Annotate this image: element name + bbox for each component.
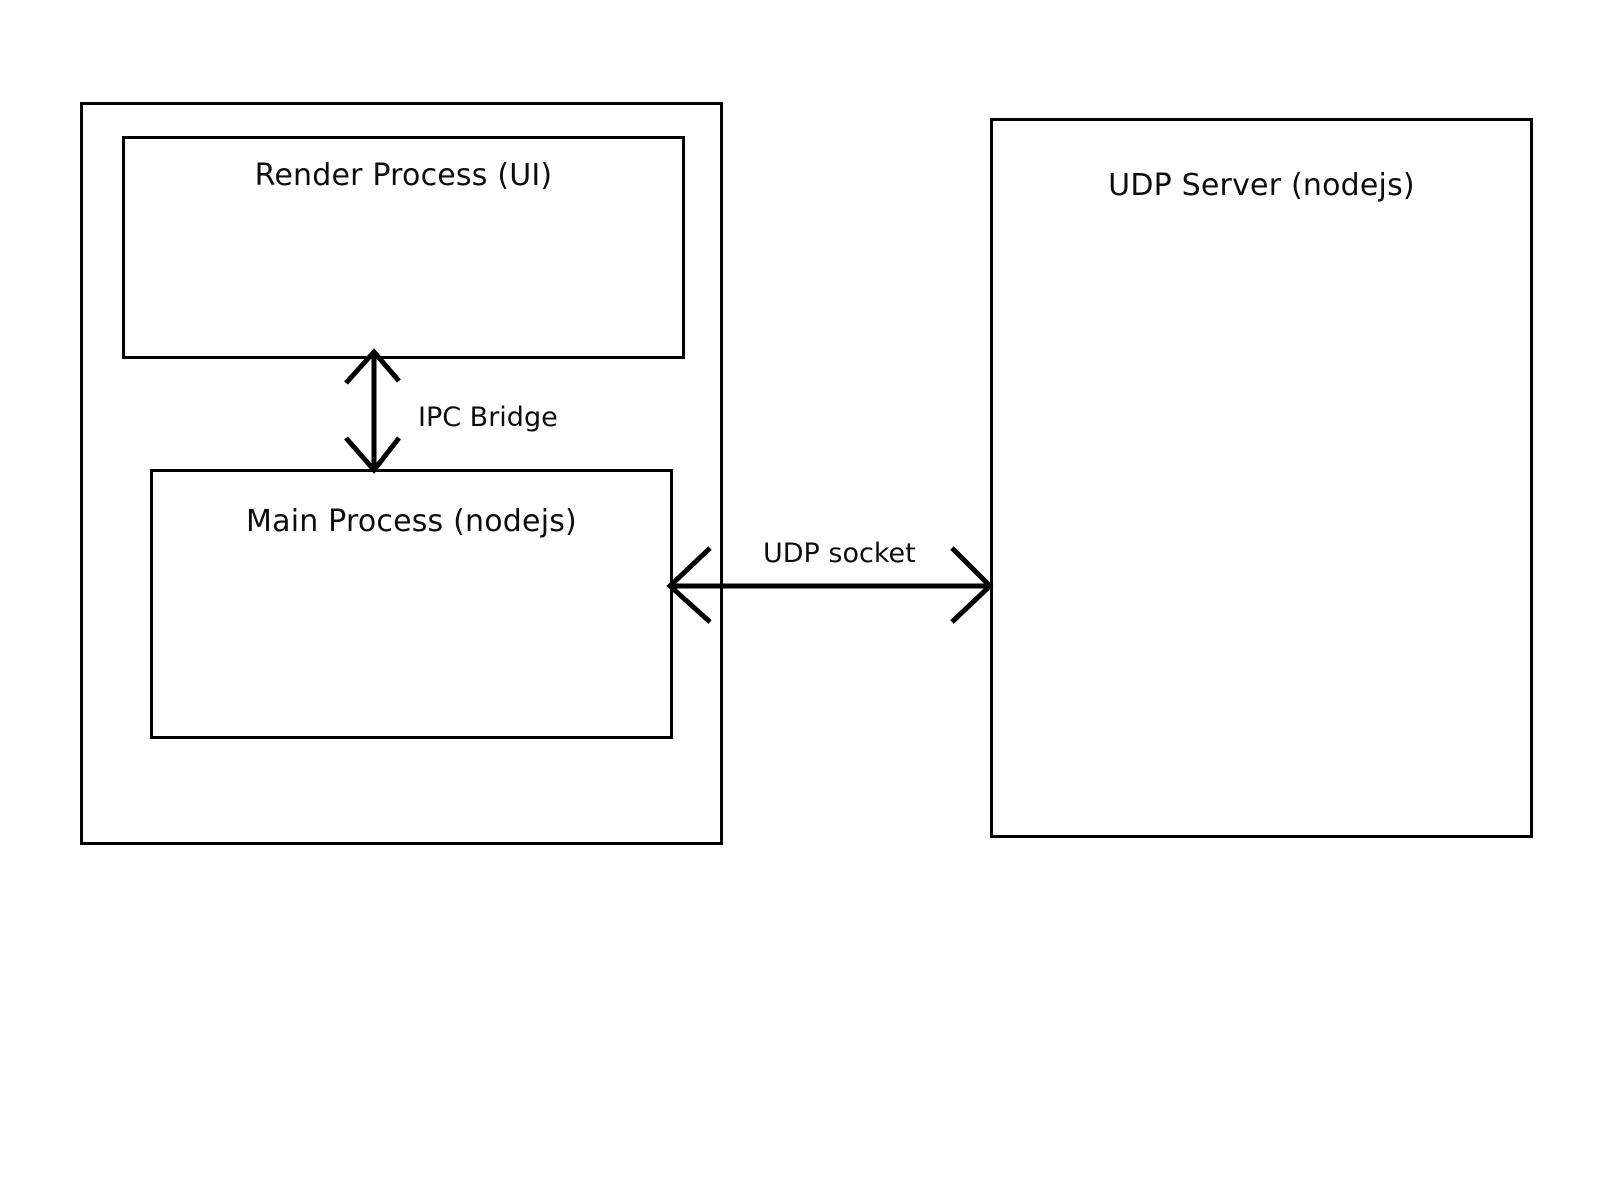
node-main-process-label: Main Process (nodejs) — [246, 504, 577, 539]
node-udp-server-label: UDP Server (nodejs) — [1108, 168, 1415, 203]
node-udp-server[interactable]: UDP Server (nodejs) — [990, 118, 1533, 838]
node-render-process[interactable]: Render Process (UI) — [122, 136, 685, 359]
edge-ipc-bridge-label: IPC Bridge — [418, 402, 558, 433]
node-main-process[interactable]: Main Process (nodejs) — [150, 469, 673, 739]
edge-udp-socket-label: UDP socket — [763, 538, 916, 569]
node-render-process-label: Render Process (UI) — [254, 158, 553, 193]
